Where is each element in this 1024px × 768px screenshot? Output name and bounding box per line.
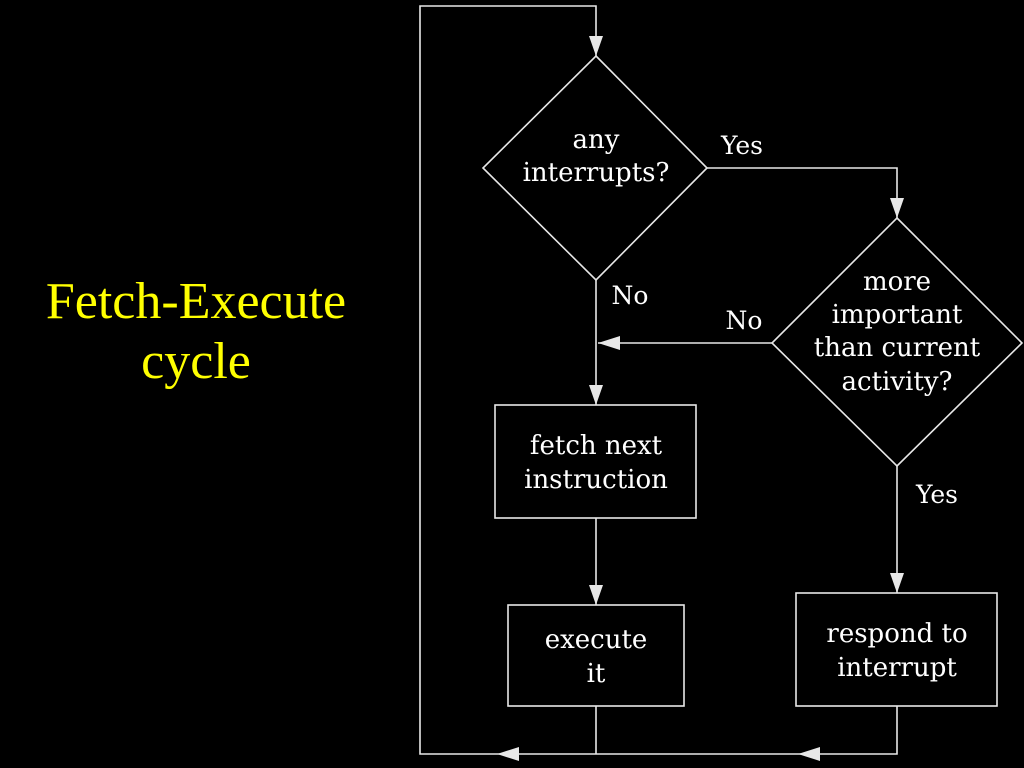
label-important-yes: Yes: [915, 480, 958, 509]
process-fetch-next-instruction: fetch next instruction: [494, 404, 697, 519]
loop-back-line: [419, 5, 597, 755]
slide-title: Fetch-Execute cycle: [0, 272, 392, 392]
branch-labels: Yes No No Yes: [612, 131, 958, 509]
decision-text-line-2: important: [832, 300, 963, 330]
arrowhead-important-no: [598, 336, 620, 350]
label-interrupts-yes: Yes: [720, 131, 763, 160]
process-box: [507, 604, 685, 707]
flow-connectors: [419, 5, 898, 755]
process-text-line-1: respond to: [826, 619, 967, 649]
decision-text-line-1: more: [863, 267, 931, 297]
arrowhead-into-important: [890, 198, 904, 218]
arrowhead-bottom-left: [497, 747, 519, 761]
process-respond-to-interrupt: respond to interrupt: [795, 592, 998, 707]
process-box: [795, 592, 998, 707]
arrowhead-into-execute: [589, 585, 603, 605]
label-interrupts-no: No: [612, 281, 649, 310]
arrowhead-into-respond: [890, 573, 904, 593]
process-text-line-2: instruction: [524, 465, 668, 495]
interrupts-yes-line: [707, 167, 898, 218]
decision-diamond: [481, 54, 709, 282]
process-text-line-2: it: [587, 659, 606, 689]
decision-text-line-2: interrupts?: [523, 158, 670, 188]
process-box: [494, 404, 697, 519]
respond-return-line: [596, 706, 898, 755]
arrowhead-into-interrupts: [589, 36, 603, 56]
decision-text-line-4: activity?: [842, 367, 953, 397]
title-line-1: Fetch-Execute: [45, 273, 347, 330]
decision-any-interrupts: any interrupts?: [481, 54, 709, 282]
decision-text-line-3: than current: [814, 333, 981, 363]
decision-text-line-1: any: [573, 125, 620, 155]
decision-more-important: more important than current activity?: [770, 216, 1024, 468]
arrowhead-bottom-right: [798, 747, 820, 761]
process-text-line-1: execute: [545, 625, 648, 655]
flow-arrowheads: [497, 36, 904, 761]
process-text-line-2: interrupt: [837, 653, 957, 683]
process-execute-it: execute it: [507, 604, 685, 707]
label-important-no: No: [726, 306, 763, 335]
arrowhead-into-fetch: [589, 385, 603, 405]
decision-diamond: [770, 216, 1024, 468]
process-text-line-1: fetch next: [530, 431, 663, 461]
title-line-2: cycle: [141, 333, 251, 390]
